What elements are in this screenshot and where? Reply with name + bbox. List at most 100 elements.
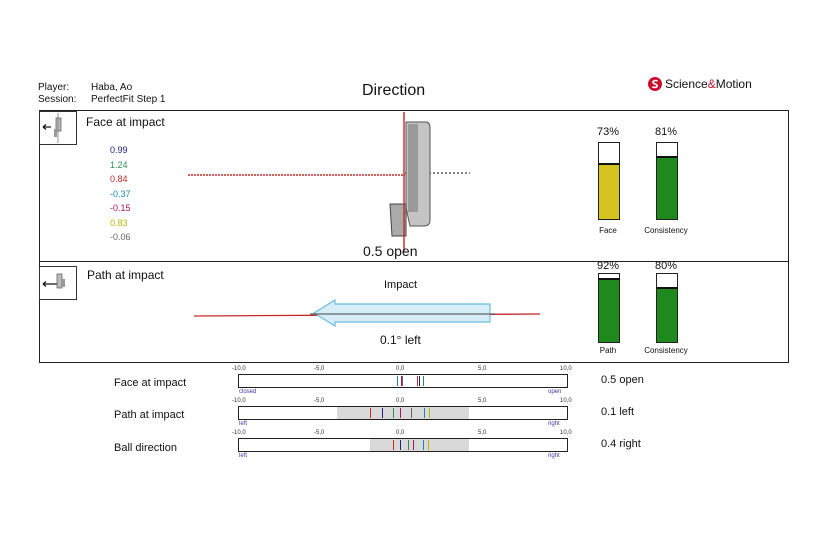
bar-level-marker [598,162,620,165]
path-icon-box [39,266,77,300]
bar-percent-label: 81% [654,126,678,138]
scale-row-label: Path at impact [114,409,185,421]
putter-path-icon [42,273,65,289]
bar-caption: Consistency [644,226,688,235]
bar-level-marker [656,156,678,159]
scale-tick-label: 5,0 [478,430,487,436]
path-arrow-diagram [193,298,541,328]
scale-shot-marker [423,376,425,386]
face-value-item: -0.15 [110,203,131,213]
scale-tick-label: -5,0 [314,366,325,372]
bar-level-marker [656,286,678,289]
scale-shot-marker [424,408,426,418]
scale-shot-marker [393,408,395,418]
scale-tick-label: 10,0 [560,366,572,372]
session-name: PerfectFit Step 1 [91,94,166,105]
putter-face-icon [42,113,62,143]
face-value-item: 0.99 [110,145,128,155]
bar-fill [657,157,677,219]
bar-frame [598,142,620,220]
scale-row-label: Face at impact [114,377,187,389]
bar-fill [599,163,619,219]
scale-shot-marker [402,376,404,386]
scale-tick-label: -10,0 [232,430,246,436]
face-result: 0.5 open [363,243,418,259]
scale-tick-label: 5,0 [478,366,487,372]
bar-frame [656,273,678,343]
scale-left-end-label: closed [239,389,257,395]
scale-shot-marker [393,440,395,450]
face-panel-title: Face at impact [86,115,165,129]
scale-right-end-label: right [548,453,560,459]
face-value-item: 0.83 [110,217,128,228]
direction-scale [238,438,568,452]
bar-caption: Face [599,226,617,235]
scale-shot-marker [416,376,418,386]
scale-tick-label: -5,0 [314,398,325,404]
scale-tick-label: 5,0 [478,398,487,404]
bar-percent-label: 92% [596,260,620,272]
putter-face-diagram [188,112,470,252]
scale-value-text: 0.5 open [601,374,644,386]
bar-caption: Path [599,346,617,355]
bar-percent-label: 73% [596,126,620,138]
scale-shot-marker [400,376,402,386]
scale-shaded-range [370,439,469,451]
brand-amp: & [707,77,716,91]
scale-tick-label: 10,0 [560,430,572,436]
scale-right-end-label: open [548,389,562,395]
scale-shot-marker [407,440,409,450]
bar-percent-label: 80% [654,260,678,272]
face-value-item: -0.37 [110,188,131,199]
scale-tick-label: 0,0 [396,398,405,404]
player-name: Haba, Ao [91,82,133,93]
player-values: Haba, Ao PerfectFit Step 1 [91,82,165,106]
scale-value-text: 0.4 right [601,438,641,450]
brand-science: Science [665,77,708,91]
face-value-item: 0.84 [110,174,128,184]
bar-frame [598,273,620,343]
science-motion-logo-icon [648,77,662,91]
scale-tick-label: 0,0 [396,366,405,372]
face-value-item: 1.24 [110,159,128,170]
brand-logo: Science&Motion [648,77,752,91]
player-info: Player: Session: [38,82,76,106]
scale-shot-marker [429,408,431,418]
scale-tick-label: 10,0 [560,398,572,404]
bar-frame [656,142,678,220]
direction-scale [238,374,568,388]
scale-tick-label: -10,0 [232,366,246,372]
scale-row-label: Ball direction [114,442,177,454]
path-result: 0.1° left [380,333,421,347]
scale-shot-marker [427,440,429,450]
page-title: Direction [362,82,426,99]
scale-left-end-label: left [239,421,248,427]
impact-label: Impact [384,279,418,291]
scale-tick-label: -10,0 [232,398,246,404]
player-label: Player: [38,82,70,93]
direction-scale [238,406,568,420]
scale-left-end-label: left [239,453,248,459]
scale-tick-label: 0,0 [396,430,405,436]
scale-shaded-range [337,407,469,419]
scale-shot-marker [381,408,383,418]
bar-level-marker [598,278,620,281]
scale-right-end-label: right [548,421,560,427]
bar-fill [599,279,619,342]
scale-shot-marker [411,408,413,418]
path-panel-title: Path at impact [87,268,164,282]
scale-shot-marker [412,440,414,450]
scale-value-text: 0.1 left [601,406,635,418]
scale-shot-marker [370,408,372,418]
brand-motion: Motion [715,77,752,91]
bar-caption: Consistency [644,346,688,355]
scale-tick-label: -5,0 [314,430,325,436]
session-label: Session: [38,94,77,105]
scale-shot-marker [422,440,424,450]
bar-fill [657,287,677,342]
scale-shot-marker [399,408,401,418]
scale-shot-marker [419,376,421,386]
scale-shot-marker [399,440,401,450]
scale-shot-marker [396,376,398,386]
